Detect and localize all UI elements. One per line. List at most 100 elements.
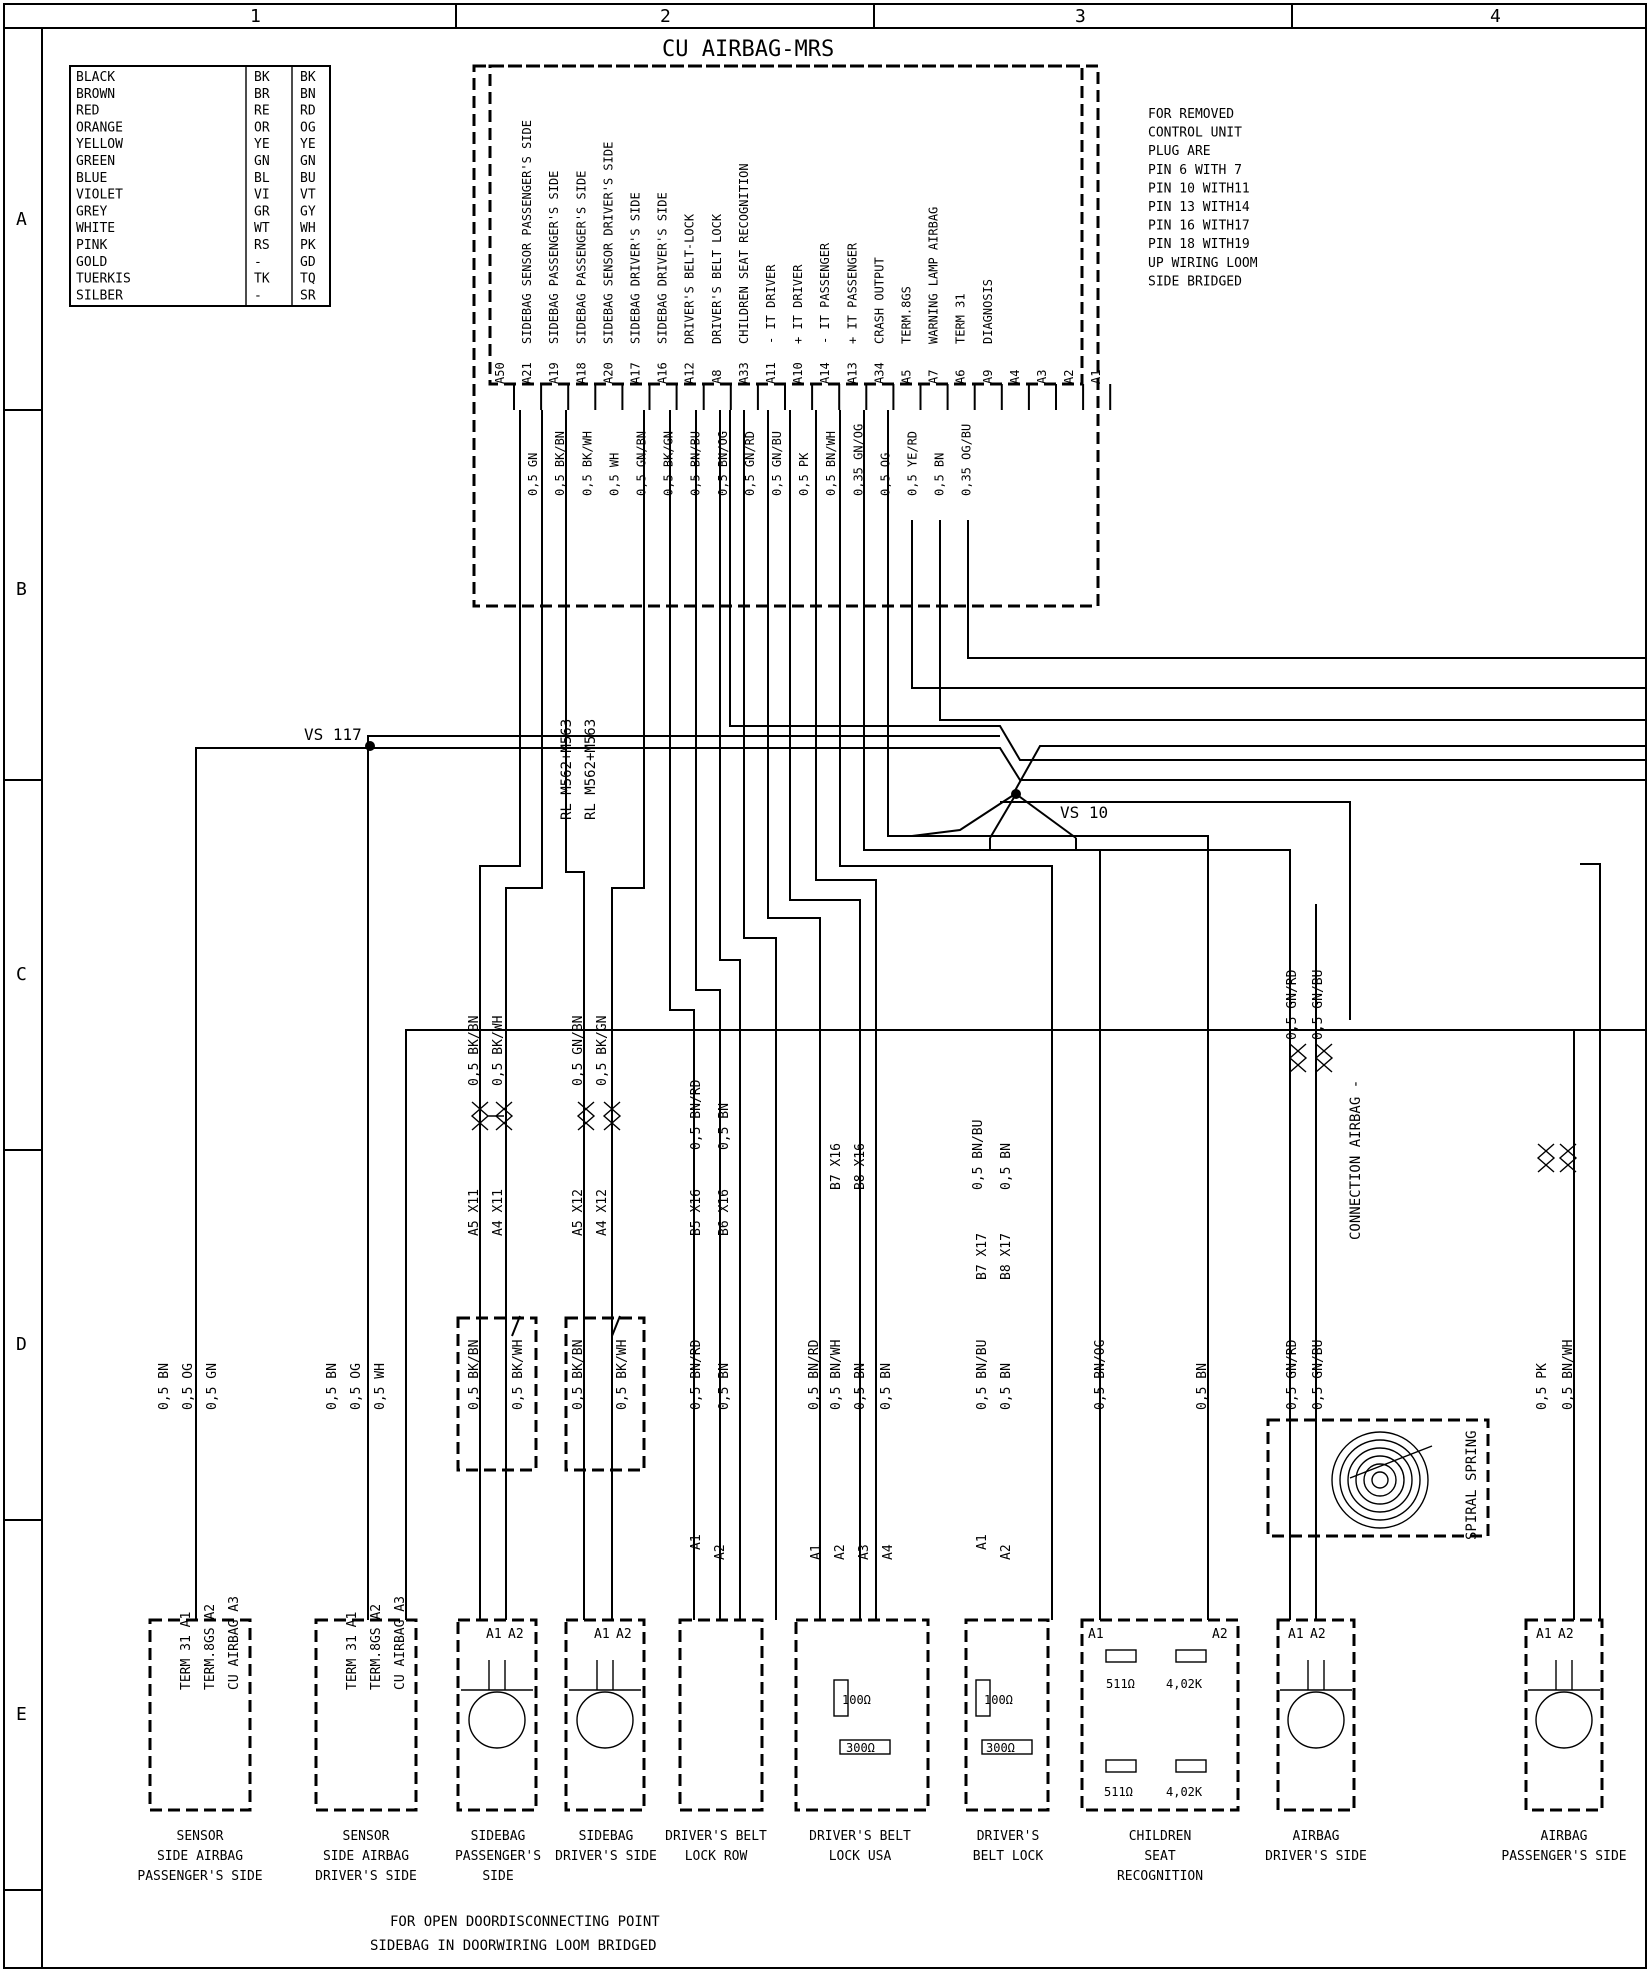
component-name-airbag_drv: DRIVER'S SIDE — [1265, 1849, 1367, 1864]
connector-label: A5 X11 — [467, 1189, 482, 1236]
splice-vs117 — [365, 741, 375, 751]
pin-number: A1 — [1089, 370, 1103, 384]
component-side-pin: A1 — [809, 1544, 824, 1560]
pin-label: DRIVER'S BELT-LOCK — [683, 213, 697, 344]
pin-number: A12 — [683, 362, 697, 384]
color-code-de: BK — [254, 70, 270, 85]
note-line: PIN 16 WITH17 — [1148, 219, 1250, 234]
color-code-en: GY — [300, 204, 316, 219]
pin-number: A5 — [900, 370, 914, 384]
component-name-sidebag_pass: PASSENGER'S — [455, 1849, 541, 1864]
upper-wire-label: 0,5 BN — [717, 1103, 732, 1150]
color-name: BLACK — [76, 70, 115, 85]
lower-wire-label: 0,5 GN/BU — [1311, 1340, 1326, 1410]
color-name: WHITE — [76, 221, 115, 236]
pin-wire-label: 0,5 GN/BN — [635, 431, 649, 496]
color-code-en: GD — [300, 255, 316, 270]
component-name-child_seat: RECOGNITION — [1117, 1869, 1203, 1884]
column-label-3: 3 — [1075, 6, 1086, 27]
note-line: PIN 18 WITH19 — [1148, 237, 1250, 252]
lower-wire-label: 0,5 BK/BN — [571, 1340, 586, 1410]
component-pin-tag: A2 — [616, 1627, 632, 1642]
pin-number: A19 — [547, 362, 561, 384]
lower-wire-label: 0,5 BN — [717, 1363, 732, 1410]
color-code-en: PK — [300, 238, 316, 253]
color-code-en: WH — [300, 221, 316, 236]
component-side-pin: A3 — [857, 1544, 872, 1560]
pin-wire-label: 0,5 GN — [526, 453, 540, 496]
pin-label: SIDEBAG DRIVER'S SIDE — [656, 192, 670, 344]
lower-wire-label: 0,5 BN/RD — [807, 1339, 822, 1410]
harness-lines — [195, 410, 1646, 1620]
pin-number: A10 — [791, 362, 805, 384]
resistor-value: 4,02K — [1166, 1677, 1203, 1691]
pin-number: A6 — [954, 370, 968, 384]
pin-number: A20 — [601, 362, 615, 384]
row-label-e: E — [16, 1704, 27, 1725]
color-code-de: - — [254, 255, 262, 270]
lower-wire-label: 0,5 GN — [205, 1363, 220, 1410]
pin-number: A8 — [710, 370, 724, 384]
control-unit-wires — [513, 384, 1112, 410]
splice-vs117-label: VS 117 — [304, 725, 362, 744]
spiral-spring-icon — [1331, 1431, 1433, 1529]
pin-label: DIAGNOSIS — [981, 279, 995, 344]
connector-label: A4 X11 — [491, 1189, 506, 1236]
color-name: BLUE — [76, 171, 107, 186]
spiral-spring-label: SPIRAL SPRING — [1464, 1430, 1480, 1540]
component-pin-tag: A1 — [1288, 1627, 1304, 1642]
upper-wire-label: 0,5 GN/BN — [571, 1016, 586, 1086]
color-code-en: BU — [300, 171, 316, 186]
pin-number: A4 — [1008, 370, 1022, 384]
color-name: YELLOW — [76, 137, 123, 152]
component-pin-label: CU AIRBAG A3 — [393, 1596, 408, 1690]
color-code-de: VI — [254, 188, 270, 203]
pin-wire-label: 0,5 PK — [797, 452, 811, 496]
pin-label: WARNING LAMP AIRBAG — [927, 207, 941, 344]
component-name-belt_lock: DRIVER'S — [977, 1829, 1040, 1844]
lower-wire-label: 0,5 BN/RD — [689, 1339, 704, 1410]
pin-label: CRASH OUTPUT — [872, 257, 886, 344]
color-code-de: GN — [254, 154, 270, 169]
color-code-en: SR — [300, 288, 316, 303]
component-pin-tag: A1 — [594, 1627, 610, 1642]
sidebag-pass-detail-box — [456, 1316, 538, 1472]
splice-vs10-label: VS 10 — [1060, 803, 1108, 822]
component-name-sensor_drv: SIDE AIRBAG — [323, 1849, 409, 1864]
connector-label: B6 X16 — [717, 1189, 732, 1236]
upper-wire-label: 0,5 GN/BU — [1311, 970, 1326, 1040]
pin-label: SIDEBAG SENSOR DRIVER'S SIDE — [601, 142, 615, 344]
color-name: VIOLET — [76, 188, 123, 203]
pin-number: A17 — [629, 362, 643, 384]
connector-label: A4 X12 — [595, 1189, 610, 1236]
lower-wire-label: 0,5 BN/WH — [1561, 1340, 1576, 1410]
color-code-en: BN — [300, 87, 316, 102]
color-name: BROWN — [76, 87, 115, 102]
component-side-pin: A1 — [689, 1534, 704, 1550]
color-code-de: RE — [254, 104, 270, 119]
component-pin-tag: A2 — [1212, 1627, 1228, 1642]
component-side-pin: A1 — [975, 1534, 990, 1550]
component-pin-tag: A1 — [1536, 1627, 1552, 1642]
lower-wire-label: 0,5 BK/BN — [467, 1340, 482, 1410]
resistor-value: 100Ω — [842, 1693, 871, 1707]
color-name: GOLD — [76, 255, 107, 270]
component-pin-tag: A1 — [1088, 1627, 1104, 1642]
component-name-sensor_pass: SENSOR — [177, 1829, 224, 1844]
color-code-de: WT — [254, 221, 270, 236]
pin-number: A9 — [981, 370, 995, 384]
lower-wire-label: 0,5 WH — [373, 1363, 388, 1410]
note-line: CONTROL UNIT — [1148, 126, 1242, 141]
component-side-pin: A4 — [881, 1544, 896, 1560]
component-name-belt_row: LOCK ROW — [685, 1849, 748, 1864]
row-label-a: A — [16, 209, 27, 230]
lower-wire-label: 0,5 GN/RD — [1285, 1339, 1300, 1410]
color-name: RED — [76, 104, 100, 119]
connector-label: B7 X16 — [829, 1143, 844, 1190]
note-line: PIN 6 WITH 7 — [1148, 163, 1242, 178]
